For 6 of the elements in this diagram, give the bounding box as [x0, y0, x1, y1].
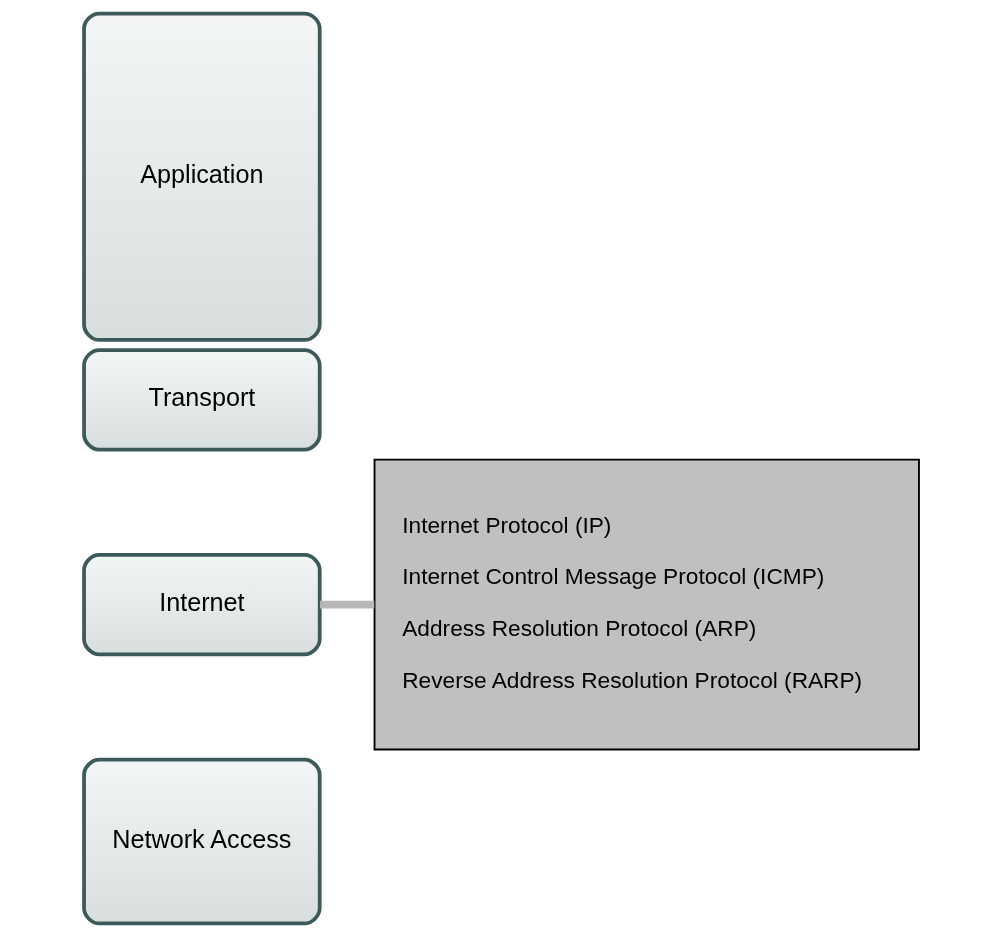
- node-box: Transport: [81, 348, 322, 452]
- node-box: Network Access: [81, 757, 322, 926]
- node-box: Application: [81, 11, 322, 342]
- node-box: Internet Protocol (IP) Internet Control Message Protocol (ICMP) Address Resolution Protocol (ARP) Reverse Address Resolution Protocol (RARP): [373, 458, 920, 751]
- connector: [319, 600, 374, 609]
- node-box: Internet: [81, 552, 322, 657]
